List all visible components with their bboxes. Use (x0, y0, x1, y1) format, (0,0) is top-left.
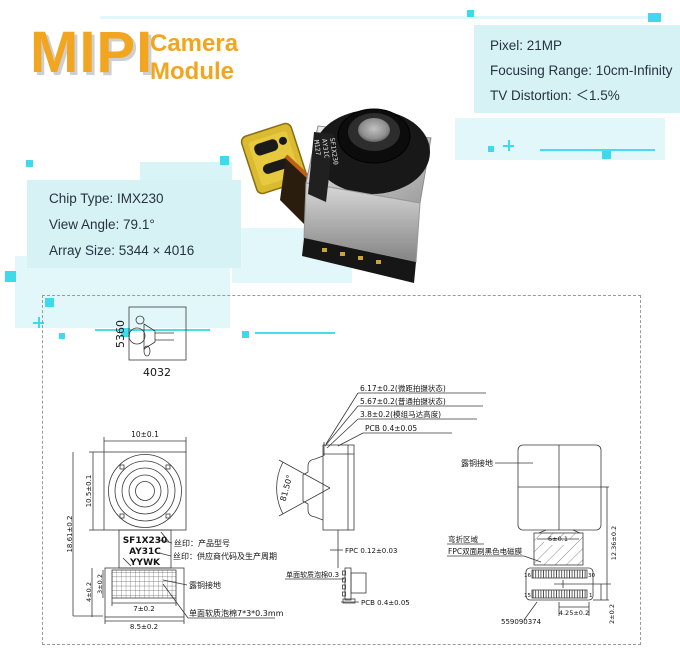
rear-label-film: FPC双面刷黑色电磁膜 (448, 546, 523, 556)
label-copper-ground: 露铜接地 (189, 580, 221, 590)
base-pad (376, 260, 381, 264)
flex-marking-text: SF1X230 AY31C M127 (312, 137, 340, 165)
decor-square (45, 298, 54, 307)
front-dim-85: 8.5±0.2 (130, 623, 158, 631)
spec-focus-range: Focusing Range: 10cm-Infinity (490, 63, 673, 78)
schematic-height-label: 5360 (114, 320, 127, 348)
rear-pin-15: 15 (524, 593, 531, 599)
silk-code: AY31C (129, 547, 161, 557)
decor-cross (33, 317, 44, 328)
marking-line3: M127 (312, 139, 322, 156)
rear-dim-conn-height: 2±0.2 (608, 604, 616, 624)
dim-pcb-top: PCB 0.4±0.05 (365, 424, 417, 433)
dim-motor-height: 3.8±0.2(模组马达高度) (360, 409, 441, 419)
brand-subtitle: Camera Module (150, 30, 238, 85)
technical-drawing: 5360 4032 6.17±0.2(微距拍摄状态) 5.67±0.2(普通拍摄… (66, 306, 618, 631)
rear-pin-1: 1 (589, 593, 593, 599)
decor-line (540, 149, 655, 151)
base-pad (358, 256, 363, 260)
label-silk-model: 丝印：产品型号 (174, 538, 230, 548)
label-foam: 单面软质泡棉7*3*0.3mm (189, 608, 284, 618)
decor-square (26, 160, 33, 167)
spec-chip-type: Chip Type: IMX230 (49, 191, 164, 206)
decor-cross (503, 140, 514, 151)
spec-view-angle: View Angle: 79.1° (49, 217, 155, 232)
lens-aperture (358, 118, 390, 142)
decor-square (488, 146, 494, 152)
dim-normal-height: 5.67±0.2(普通拍摄状态) (360, 396, 446, 406)
spec-box-left: Chip Type: IMX230 View Angle: 79.1° Arra… (27, 180, 241, 268)
rear-label-copper: 露铜接地 (461, 458, 493, 468)
decor-square (220, 156, 229, 165)
front-dim-width: 10±0.1 (131, 430, 159, 439)
brand-logo: MIPI (30, 20, 154, 85)
module-base (302, 238, 416, 283)
marking-strip (308, 132, 334, 202)
decor-square (121, 328, 130, 337)
side-fpc-dim: FPC 0.12±0.03 (345, 547, 397, 555)
side-pcb-dim: PCB 0.4±0.05 (361, 599, 410, 607)
sensor-schematic (128, 306, 187, 361)
decor-square (59, 333, 65, 339)
front-dim-body-height: 10.5±0.1 (85, 475, 93, 508)
front-dim-7: 7±0.2 (133, 605, 154, 613)
decor-ghost-leftbox-bottom (15, 256, 230, 328)
base-pad (340, 252, 345, 256)
decor-ghost-leftbox-top (140, 162, 232, 180)
decor-line (95, 329, 210, 331)
front-dim-pad3: 3±0.2 (96, 574, 104, 594)
front-dim-pad4: 4±0.2 (85, 582, 93, 602)
marking-line2: AY31C (320, 138, 331, 159)
spec-pixel: Pixel: 21MP (490, 38, 563, 53)
rear-dim-bend: 6±0.1 (548, 535, 568, 543)
front-view (72, 437, 275, 624)
silk-model: SF1X230 (123, 536, 168, 546)
decor-square (602, 150, 611, 159)
silk-date: YYWK (129, 558, 161, 568)
technical-drawing-panel: 5360 4032 6.17±0.2(微距拍摄状态) 5.67±0.2(普通拍摄… (42, 295, 641, 645)
schematic-width-label: 4032 (143, 366, 171, 379)
marking-line1: SF1X230 (328, 137, 340, 165)
side-view (276, 444, 367, 604)
rear-pin-16: 16 (524, 573, 531, 579)
rear-label-bend: 弯折区域 (448, 534, 478, 544)
spec-tv-distortion: TV Distortion: ＜1.5% (490, 88, 620, 103)
rear-pin-30: 30 (588, 573, 595, 579)
brand-subtitle-line1: Camera (150, 30, 239, 57)
decor-square (467, 10, 474, 17)
spec-array-size: Array Size: 5344 × 4016 (49, 243, 195, 258)
decor-line (255, 332, 335, 334)
stacked-dimensions (323, 392, 486, 456)
rear-view (447, 444, 611, 621)
dim-macro-height: 6.17±0.2(微距拍摄状态) (360, 383, 446, 393)
label-silk-vendor: 丝印：供应商代码及生产周期 (173, 551, 277, 561)
rear-dim-total-height: 12.36±0.2 (610, 526, 618, 560)
camera-module-photo: SF1X230 AY31C M127 (240, 108, 432, 283)
rear-part-number: 559090374 (501, 618, 542, 626)
decor-square (242, 331, 249, 338)
base-pad (322, 248, 327, 252)
brand-subtitle-line2: Module (150, 57, 234, 85)
side-fov-angle: 81.50° (279, 474, 295, 502)
decor-ghost-right (455, 118, 665, 160)
decor-square (5, 271, 16, 282)
side-foam-label: 单面软质泡棉0.3 (286, 570, 339, 579)
decor-line-top (100, 16, 660, 19)
spec-box-right: Pixel: 21MP Focusing Range: 10cm-Infinit… (474, 25, 680, 113)
rear-dim-conn-width: 4.25±0.2 (559, 609, 589, 617)
decor-square (648, 13, 661, 22)
front-dim-total-height: 18.61±0.2 (66, 515, 74, 552)
